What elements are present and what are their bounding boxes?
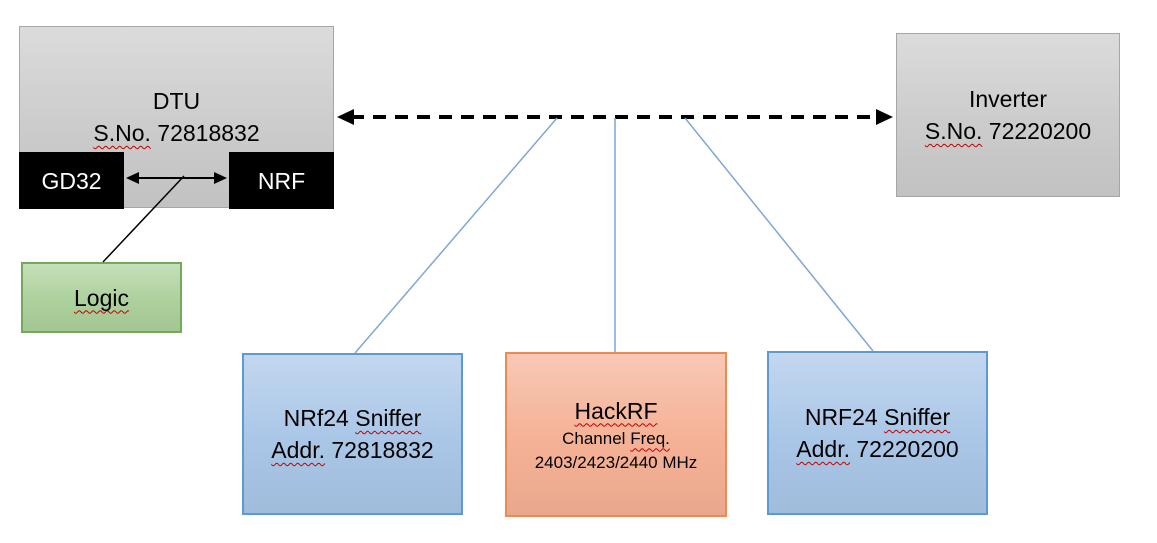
dtu-serial-number: 72818832 [157, 120, 260, 146]
logic-label: Logic [74, 284, 129, 311]
sniffer-left-addr-label: Addr. [271, 437, 325, 463]
gd32-chip: GD32 [19, 152, 124, 209]
sniffer-right-title: NRF24 Sniffer [796, 401, 958, 433]
inverter-serial: S.No. 72220200 [925, 115, 1091, 147]
nrf24-sniffer-left-node: NRf24 Sniffer Addr. 72818832 [242, 353, 463, 515]
dtu-serial-label: S.No. [93, 120, 151, 146]
sniffer-left-title: NRf24 Sniffer [271, 402, 433, 434]
inverter-text: Inverter S.No. 72220200 [925, 83, 1091, 147]
dtu-node: DTU S.No. 72818832 [19, 26, 334, 208]
sniffer-right-addr-number: 72220200 [856, 436, 959, 462]
sniffer-left-connector [354, 117, 558, 354]
nrf-chip: NRF [229, 152, 334, 209]
sniffer-left-title-word1: NRf24 [283, 405, 349, 431]
sniffer-left-addr: Addr. 72818832 [271, 434, 433, 466]
dtu-title: DTU [152, 88, 201, 114]
hackrf-title: HackRF [535, 395, 698, 427]
hackrf-channel-word2: Freq. [630, 428, 670, 448]
sniffer-right-addr: Addr. 72220200 [796, 433, 958, 465]
dtu-text: DTU S.No. 72818832 [93, 85, 259, 149]
nrf-label: NRF [257, 167, 306, 194]
arrowhead-left-icon [337, 109, 354, 125]
hackrf-title-label: HackRF [574, 397, 658, 424]
inverter-serial-label: S.No. [924, 118, 983, 144]
inverter-title: Inverter [969, 86, 1047, 112]
sniffer-left-addr-number: 72818832 [331, 437, 434, 463]
sniffer-right-title-word2: Sniffer [884, 404, 951, 430]
sniffer-right-text: NRF24 Sniffer Addr. 72220200 [796, 401, 958, 465]
inverter-serial-number: 72220200 [988, 118, 1092, 144]
inverter-node: Inverter S.No. 72220200 [896, 33, 1120, 197]
nrf24-sniffer-right-node: NRF24 Sniffer Addr. 72220200 [767, 351, 988, 515]
sniffer-left-text: NRf24 Sniffer Addr. 72818832 [271, 402, 433, 466]
dtu-serial: S.No. 72818832 [93, 117, 259, 149]
sniffer-left-title-word2: Sniffer [355, 405, 422, 431]
hackrf-frequencies: 2403/2423/2440 MHz [534, 452, 698, 472]
logic-node: Logic [21, 262, 182, 333]
hackrf-channel-label: Channel Freq. [535, 427, 698, 451]
hackrf-text: HackRF Channel Freq. 2403/2423/2440 MHz [535, 395, 698, 475]
gd32-label: GD32 [41, 167, 102, 194]
hackrf-node: HackRF Channel Freq. 2403/2423/2440 MHz [505, 352, 727, 517]
dashed-link-dtu-inverter [337, 109, 893, 125]
hackrf-channel-word1: Channel [562, 428, 626, 448]
arrowhead-right-icon [876, 109, 893, 125]
sniffer-right-addr-label: Addr. [796, 436, 850, 462]
sniffer-right-title-word1: NRF24 [804, 404, 878, 430]
sniffer-right-connector [684, 117, 874, 352]
